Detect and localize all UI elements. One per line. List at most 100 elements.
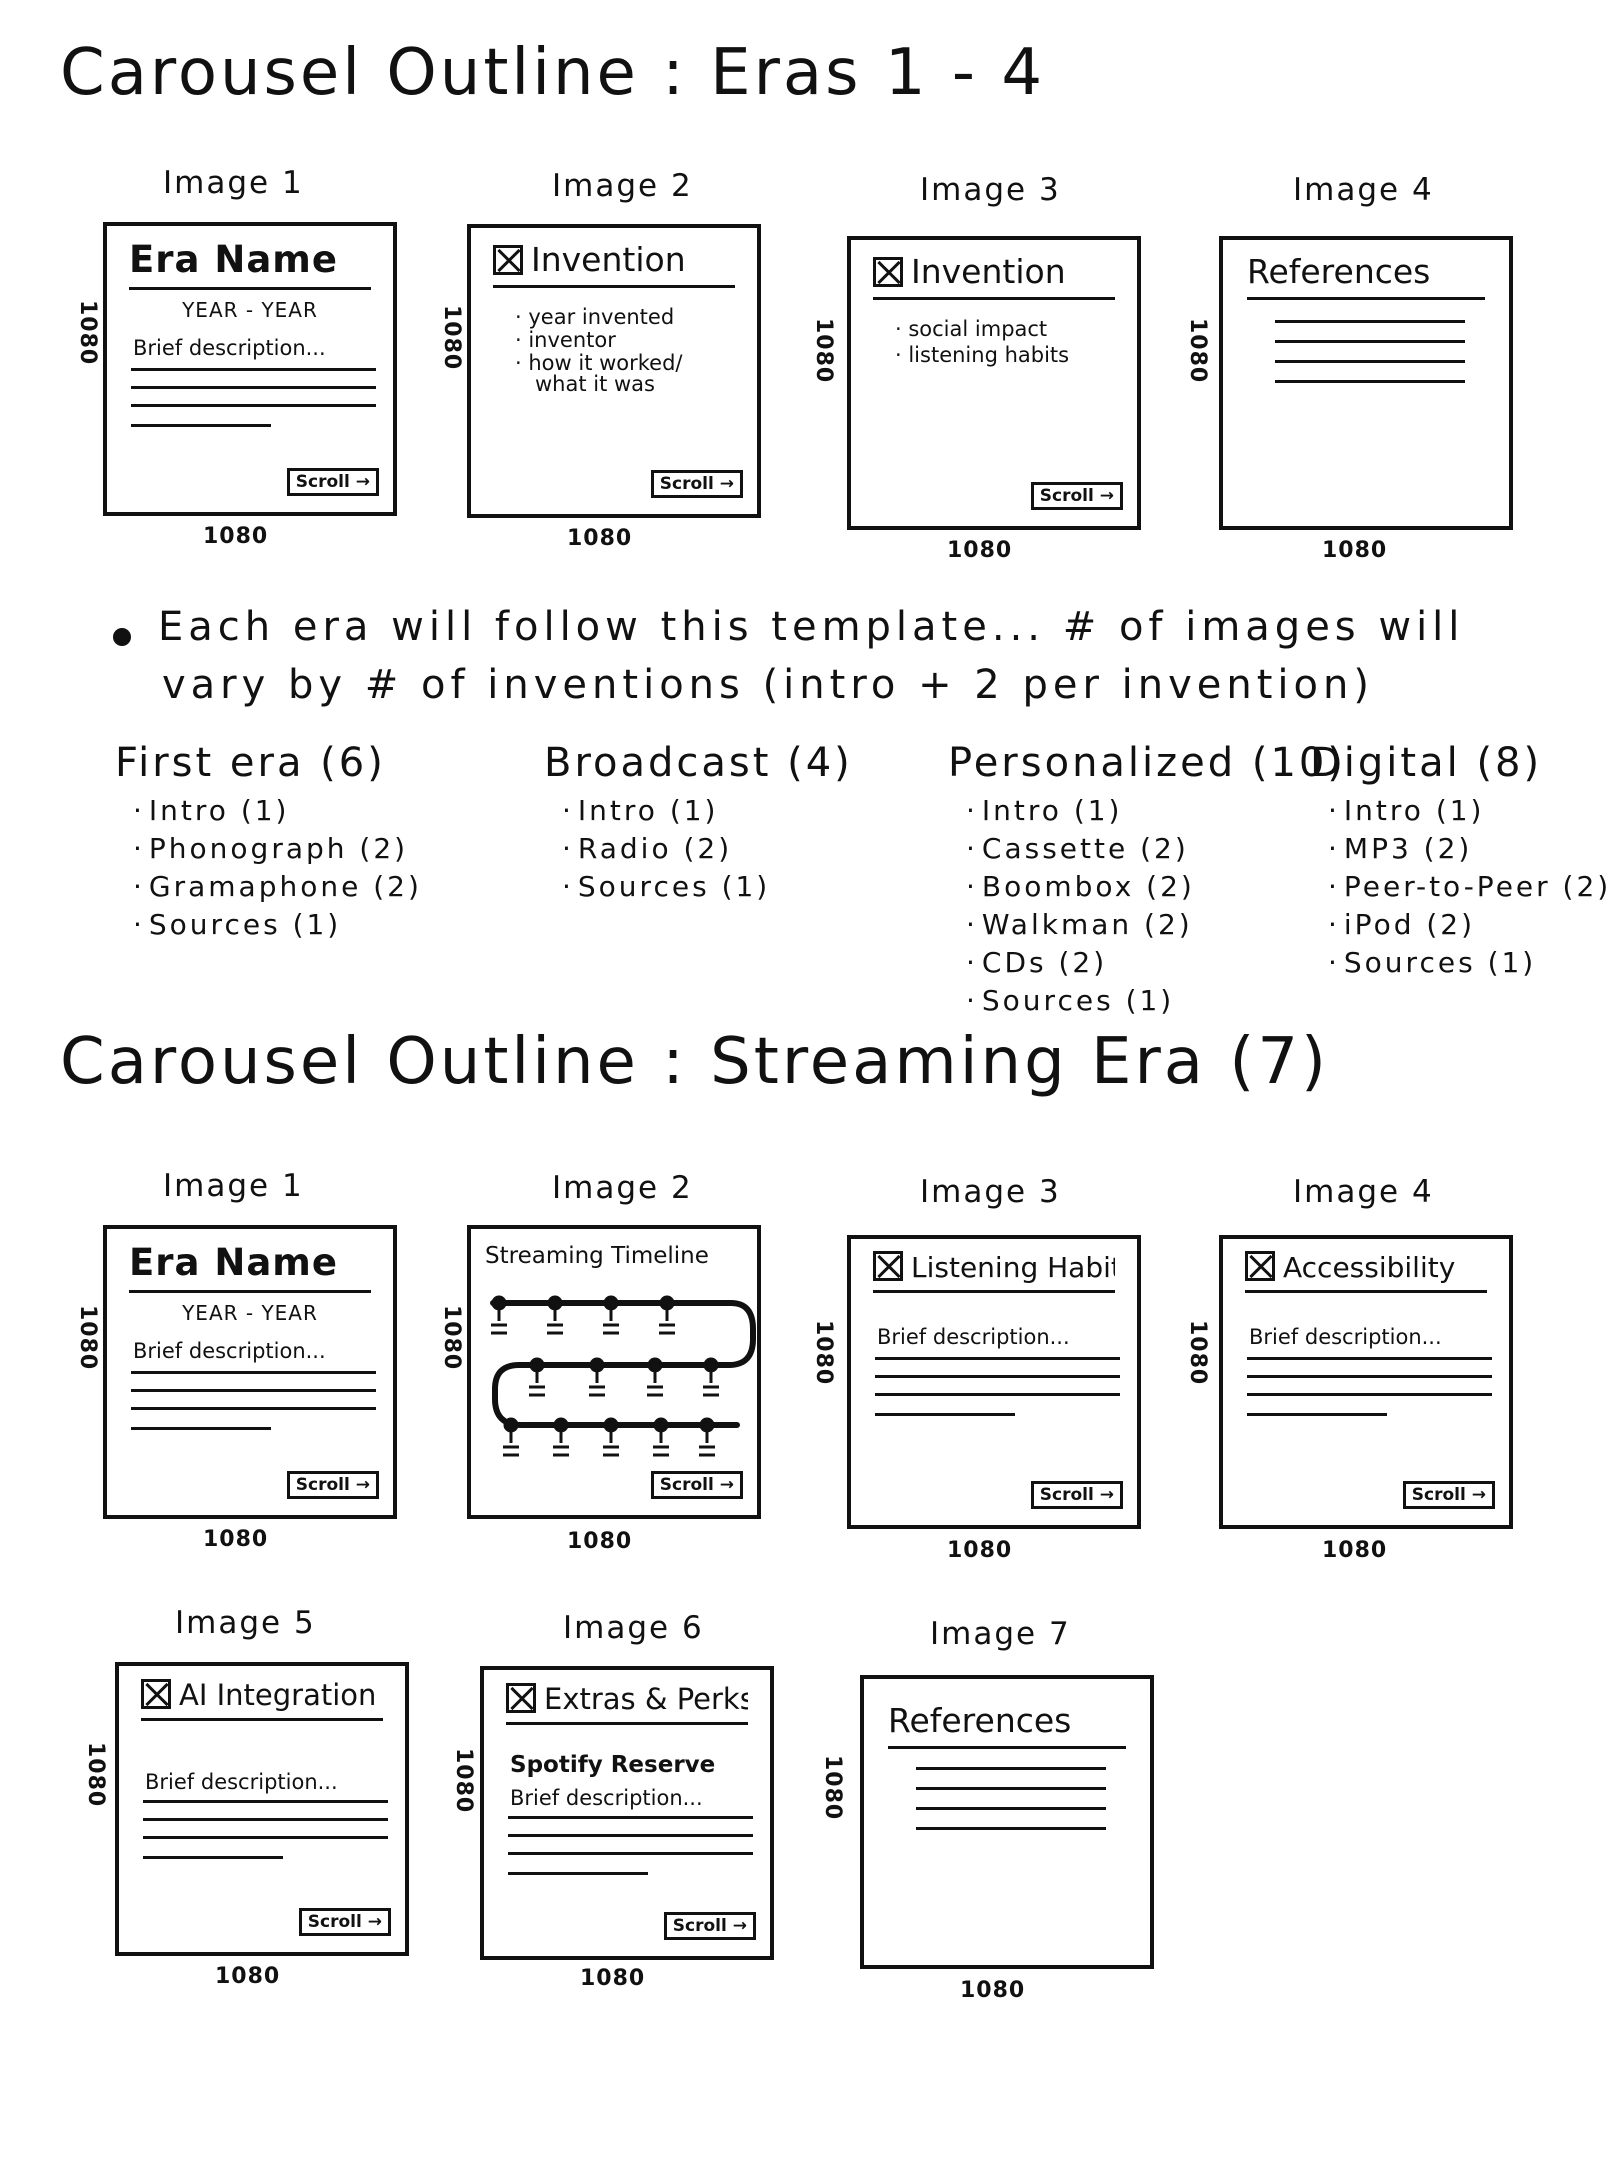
timeline-point	[659, 1295, 675, 1311]
era-list-item: Boombox (2)	[966, 868, 1346, 906]
slide-heading: Era Name	[129, 238, 371, 290]
caption-image-4: Image 4	[1293, 1174, 1434, 1210]
height-label: 1080	[83, 1742, 108, 1808]
width-label: 1080	[1322, 538, 1388, 563]
text-line	[131, 1371, 376, 1374]
timeline-point	[491, 1295, 507, 1311]
timeline-diagram	[490, 1295, 756, 1457]
text-line	[916, 1787, 1106, 1790]
slide-description: Brief description...	[877, 1325, 1070, 1349]
slide-heading-text: Invention	[531, 240, 686, 279]
era-list-item: Peer-to-Peer (2)	[1328, 868, 1611, 906]
height-label: 1080	[811, 1320, 836, 1386]
era-list-item: Intro (1)	[966, 792, 1346, 830]
era-list-digital: Digital (8) Intro (1) MP3 (2) Peer-to-Pe…	[1310, 740, 1611, 982]
timeline-point	[553, 1417, 569, 1433]
slide-invention-impact: Invention · social impact · listening ha…	[847, 236, 1141, 530]
width-label: 1080	[215, 1964, 281, 1989]
slide-streaming-timeline: Streaming Timeline Scroll →	[467, 1225, 761, 1519]
height-label: 1080	[439, 305, 464, 371]
era-list-heading: Broadcast (4)	[544, 740, 853, 786]
slide-heading: References	[888, 1701, 1126, 1749]
era-list-item: Radio (2)	[562, 830, 853, 868]
era-list-item: Walkman (2)	[966, 906, 1346, 944]
text-line	[1247, 1393, 1492, 1396]
text-line	[875, 1413, 1015, 1416]
slide-references: References	[1219, 236, 1513, 530]
slide-heading: Invention	[493, 240, 735, 288]
era-list-item: Intro (1)	[133, 792, 422, 830]
image-placeholder-icon	[506, 1683, 536, 1713]
bullet-item: · how it worked/	[515, 351, 683, 375]
text-line	[131, 1427, 271, 1430]
text-line	[508, 1872, 648, 1875]
era-list-item: CDs (2)	[966, 944, 1346, 982]
text-line	[131, 1389, 376, 1392]
caption-image-7: Image 7	[930, 1616, 1071, 1652]
width-label: 1080	[580, 1966, 646, 1991]
scroll-button: Scroll →	[650, 1471, 743, 1499]
era-list-item: Intro (1)	[1328, 792, 1611, 830]
caption-image-3: Image 3	[920, 1174, 1061, 1210]
width-label: 1080	[203, 524, 269, 549]
text-line	[1275, 360, 1465, 363]
era-list-first: First era (6) Intro (1) Phonograph (2) G…	[115, 740, 422, 944]
width-label: 1080	[947, 1538, 1013, 1563]
width-label: 1080	[567, 526, 633, 551]
slide-heading: Extras & Perks	[506, 1682, 748, 1725]
era-list-item: Sources (1)	[1328, 944, 1611, 982]
caption-image-6: Image 6	[563, 1610, 704, 1646]
slide-ai-integration: AI Integration Brief description... Scro…	[115, 1662, 409, 1956]
bullet-item: · listening habits	[895, 343, 1070, 367]
text-line	[1275, 320, 1465, 323]
slide-heading-text: Extras & Perks	[544, 1682, 748, 1716]
caption-image-4: Image 4	[1293, 172, 1434, 208]
height-label: 1080	[439, 1305, 464, 1371]
slide-heading: AI Integration	[141, 1678, 383, 1721]
scroll-button: Scroll →	[1030, 482, 1123, 510]
caption-image-1: Image 1	[163, 1168, 304, 1204]
era-list-item: MP3 (2)	[1328, 830, 1611, 868]
text-line	[143, 1800, 388, 1803]
slide-heading-text: Invention	[911, 252, 1066, 291]
eras-outline-title: Carousel Outline : Eras 1 - 4	[60, 36, 1046, 110]
template-note-line-1: Each era will follow this template... # …	[158, 604, 1465, 650]
era-list-heading: First era (6)	[115, 740, 386, 786]
text-line	[875, 1393, 1120, 1396]
era-list-item: Phonograph (2)	[133, 830, 422, 868]
slide-references: References	[860, 1675, 1154, 1969]
text-line	[131, 404, 376, 407]
caption-image-3: Image 3	[920, 172, 1061, 208]
era-list-item: Sources (1)	[133, 906, 422, 944]
slide-era-name: Era Name YEAR - YEAR Brief description..…	[103, 222, 397, 516]
scroll-button: Scroll →	[286, 468, 379, 496]
timeline-point	[503, 1417, 519, 1433]
bullet-item: · social impact	[895, 317, 1048, 341]
slide-heading: Streaming Timeline	[485, 1243, 709, 1269]
slide-description: Brief description...	[133, 1339, 326, 1363]
height-label: 1080	[75, 300, 100, 366]
height-label: 1080	[1185, 318, 1210, 384]
era-list-item: Intro (1)	[562, 792, 853, 830]
timeline-point	[647, 1357, 663, 1373]
slide-heading: Listening Habits	[873, 1251, 1115, 1293]
width-label: 1080	[947, 538, 1013, 563]
width-label: 1080	[1322, 1538, 1388, 1563]
timeline-point	[703, 1357, 719, 1373]
timeline-point	[699, 1417, 715, 1433]
text-line	[143, 1856, 283, 1859]
height-label: 1080	[820, 1755, 845, 1821]
slide-description: Brief description...	[133, 336, 326, 360]
text-line	[875, 1357, 1120, 1360]
slide-heading: Accessibility	[1245, 1251, 1487, 1293]
timeline-point	[529, 1357, 545, 1373]
era-list-heading: Digital (8)	[1310, 740, 1543, 786]
slide-invention: Invention · year invented · inventor · h…	[467, 224, 761, 518]
caption-image-2: Image 2	[552, 1170, 693, 1206]
height-label: 1080	[451, 1748, 476, 1814]
slide-heading-text: Accessibility	[1283, 1251, 1456, 1284]
text-line	[916, 1827, 1106, 1830]
image-placeholder-icon	[873, 257, 903, 287]
slide-heading-text: AI Integration	[179, 1678, 377, 1712]
caption-image-1: Image 1	[163, 165, 304, 201]
